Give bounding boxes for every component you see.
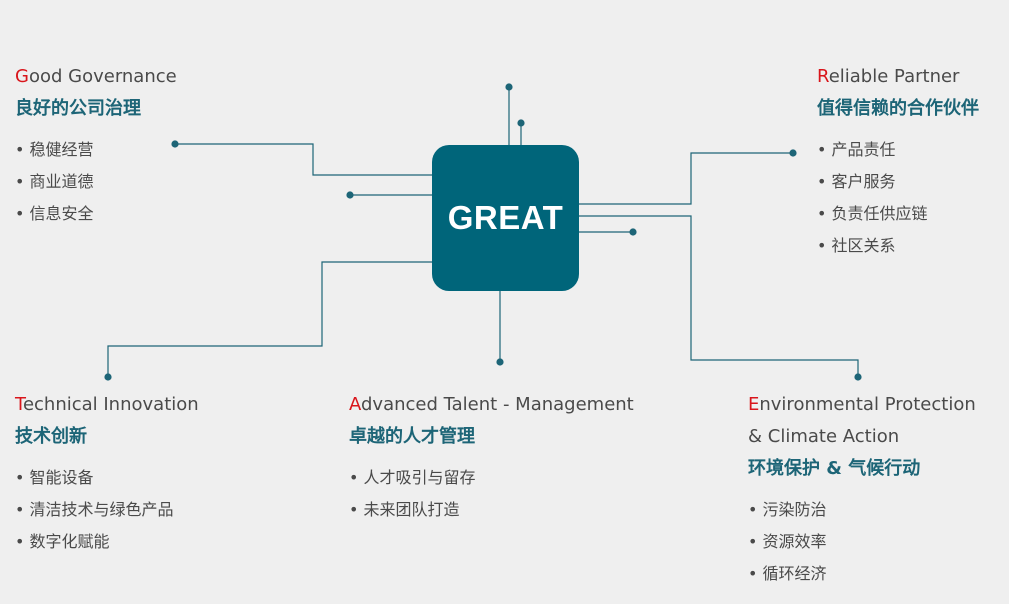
wire-node [505, 83, 513, 91]
block-title: Technical Innovation [15, 389, 199, 421]
bullet: • [817, 140, 827, 159]
wire-left-1 [175, 143, 432, 176]
item-list: •产品责任 •客户服务 •负责任供应链 •社区关系 [817, 134, 979, 262]
item-list: •智能设备 •清洁技术与绿色产品 •数字化赋能 [15, 462, 199, 558]
title-initial: R [817, 66, 829, 87]
bullet: • [817, 236, 827, 255]
block-title: Advanced Talent - Management [349, 389, 634, 421]
wire-node [517, 119, 525, 127]
block-good-governance: Good Governance 良好的公司治理 •稳健经营 •商业道德 •信息安… [15, 61, 177, 230]
wire-node [854, 373, 862, 381]
bullet: • [349, 468, 359, 487]
bullet: • [15, 172, 25, 191]
list-item: •信息安全 [15, 204, 94, 223]
wire-right-2 [579, 215, 859, 377]
list-item: •未来团队打造 [349, 500, 460, 519]
list-item: •商业道德 [15, 172, 94, 191]
chip-label: GREAT [447, 199, 564, 236]
block-technical-innovation: Technical Innovation 技术创新 •智能设备 •清洁技术与绿色… [15, 389, 199, 558]
wire-left-3 [107, 261, 432, 377]
list-item: •稳健经营 [15, 140, 94, 159]
list-item: •智能设备 [15, 468, 94, 487]
item-list: •稳健经营 •商业道德 •信息安全 [15, 134, 177, 230]
bullet: • [15, 532, 25, 551]
title-initial: E [748, 394, 760, 415]
list-item: •负责任供应链 [817, 204, 928, 223]
wire-node [104, 373, 112, 381]
item-list: •人才吸引与留存 •未来团队打造 [349, 462, 634, 526]
item-list: •污染防治 •资源效率 •循环经济 [748, 494, 976, 590]
bullet: • [15, 204, 25, 223]
list-item: •产品责任 [817, 140, 896, 159]
title-initial: G [15, 66, 29, 87]
list-item: •污染防治 [748, 500, 827, 519]
list-item: •客户服务 [817, 172, 896, 191]
title-initial: A [349, 394, 361, 415]
title-rest: echnical Innovation [22, 394, 199, 415]
title-rest: ood Governance [28, 66, 177, 87]
list-item: •循环经济 [748, 564, 827, 583]
list-item: •社区关系 [817, 236, 896, 255]
block-reliable-partner: Reliable Partner 值得信赖的合作伙伴 •产品责任 •客户服务 •… [817, 61, 979, 262]
block-title: Environmental Protection [748, 389, 976, 421]
list-item: •人才吸引与留存 [349, 468, 476, 487]
block-subtitle: 良好的公司治理 [15, 98, 141, 119]
bullet: • [817, 172, 827, 191]
block-title: Good Governance [15, 61, 177, 93]
title-rest: nvironmental Protection [759, 394, 976, 415]
title-rest: dvanced Talent - Management [361, 394, 634, 415]
bullet: • [15, 140, 25, 159]
bullet: • [748, 564, 758, 583]
wire-node [346, 191, 354, 199]
bullet: • [15, 468, 25, 487]
block-title-line2: & Climate Action [748, 426, 900, 447]
list-item: •数字化赋能 [15, 532, 110, 551]
bullet: • [748, 500, 758, 519]
block-subtitle: 卓越的人才管理 [349, 426, 475, 447]
block-subtitle: 值得信赖的合作伙伴 [817, 98, 979, 119]
list-item: •清洁技术与绿色产品 [15, 500, 174, 519]
wire-node [171, 140, 179, 148]
bullet: • [349, 500, 359, 519]
block-advanced-talent: Advanced Talent - Management 卓越的人才管理 •人才… [349, 389, 634, 526]
title-initial: T [15, 394, 23, 415]
bullet: • [15, 500, 25, 519]
block-environmental-protection: Environmental Protection & Climate Actio… [748, 389, 976, 590]
wire-node [496, 358, 504, 366]
wire-node [789, 149, 797, 157]
block-subtitle: 技术创新 [15, 426, 87, 447]
list-item: •资源效率 [748, 532, 827, 551]
block-title: Reliable Partner [817, 61, 979, 93]
bullet: • [748, 532, 758, 551]
wire-right-1 [579, 152, 793, 205]
block-subtitle: 环境保护 & 气候行动 [748, 458, 921, 479]
great-chip: GREAT [432, 145, 579, 291]
title-rest: eliable Partner [828, 66, 960, 87]
wire-node [629, 228, 637, 236]
bullet: • [817, 204, 827, 223]
